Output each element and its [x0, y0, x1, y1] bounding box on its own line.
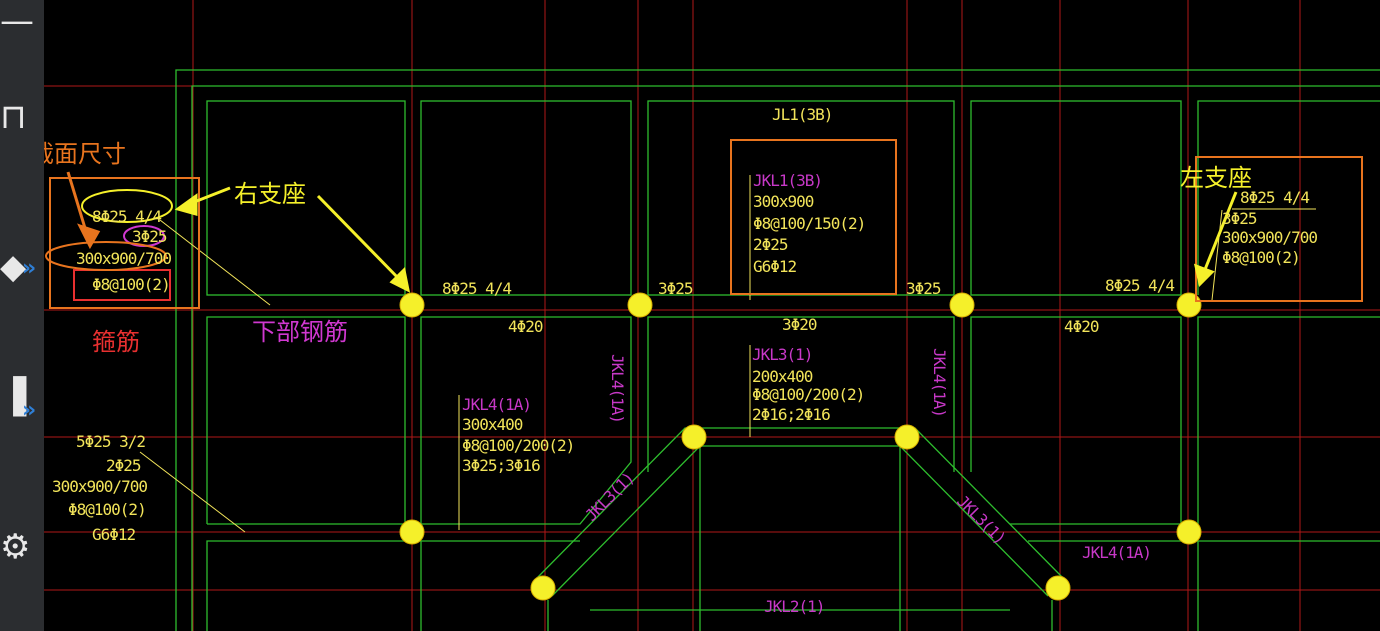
span1-bottom-rebar: 4Φ20	[508, 317, 543, 336]
expand-chevron-icon[interactable]: »	[22, 256, 37, 281]
span1-top-rebar: 8Φ25 4/4	[442, 279, 511, 298]
annotation-arrows	[66, 171, 1238, 293]
cad-drawing: JL1(3B) 8Φ25 4/4 3Φ25 300x900/700 Φ8@100…	[44, 0, 1380, 631]
jkl3-section: 200x400	[752, 367, 813, 386]
right-stirrup: Φ8@100(2)	[1222, 248, 1300, 267]
beam-label-jl1: JL1(3B)	[772, 105, 832, 124]
jkl4-section: 300x400	[462, 415, 523, 434]
span2-bottom-rebar: 3Φ20	[782, 315, 817, 334]
span2-top-rebar: 3Φ25	[658, 279, 693, 298]
layer-tool-icon[interactable]: ◆	[0, 247, 27, 287]
jkl4-stirrup: Φ8@100/200(2)	[462, 436, 574, 455]
annotations: 截面尺寸 右支座 左支座 下部钢筋 箍筋	[44, 140, 1252, 356]
drawing-canvas[interactable]: JL1(3B) 8Φ25 4/4 3Φ25 300x900/700 Φ8@100…	[44, 0, 1380, 631]
left-bottom-rebar: 3Φ25	[132, 227, 167, 246]
jkl1-section: 300x900	[753, 192, 814, 211]
beam-name-jkl1: JKL1(3B)	[753, 171, 822, 190]
leader-lines	[139, 175, 1316, 533]
line-tool-icon[interactable]: —	[0, 1, 34, 41]
text-tool-icon[interactable]: ▐	[0, 377, 27, 417]
rebar-labels: JL1(3B) 8Φ25 4/4 3Φ25 300x900/700 Φ8@100…	[52, 105, 1318, 544]
measure-tool-icon[interactable]: ⊓	[0, 97, 27, 137]
beam-name-jkl3-diagonal-left: JKL3(1)	[581, 469, 637, 525]
beam-outlines	[175, 69, 1380, 631]
toolbar-sidebar: — ⊓ ◆ » ▐ » ⚙	[0, 0, 44, 631]
jkl3-stirrup: Φ8@100/200(2)	[752, 385, 864, 404]
low-stirrup: Φ8@100(2)	[68, 500, 146, 519]
low-top-rebar: 5Φ25 3/2	[76, 432, 145, 451]
span4-bottom-rebar: 4Φ20	[1064, 317, 1099, 336]
low-bottom-rebar: 2Φ25	[106, 456, 141, 475]
beam-name-jkl4-right: JKL4(1A)	[1082, 543, 1151, 562]
jkl4-rebar: 3Φ25;3Φ16	[462, 456, 540, 475]
annotation-left-support: 左支座	[1180, 164, 1252, 192]
left-stirrup: Φ8@100(2)	[92, 275, 170, 294]
jkl1-side-rebar: G6Φ12	[753, 257, 797, 276]
jkl1-stirrup: Φ8@100/150(2)	[753, 214, 865, 233]
left-section-size: 300x900/700	[76, 249, 171, 268]
annotation-section-size: 截面尺寸	[44, 140, 126, 168]
jkl1-top-rebar: 2Φ25	[753, 235, 788, 254]
jkl3-rebar: 2Φ16;2Φ16	[752, 405, 830, 424]
expand-chevron-icon[interactable]: »	[22, 398, 37, 423]
right-bottom-rebar: 3Φ25	[1222, 209, 1257, 228]
left-top-rebar: 8Φ25 4/4	[92, 207, 161, 226]
right-section-size: 300x900/700	[1222, 228, 1317, 247]
annotation-stirrup: 箍筋	[92, 328, 140, 356]
gear-icon[interactable]: ⚙	[0, 527, 31, 567]
beam-name-jkl4-vertical-left: JKL4(1A)	[608, 354, 627, 423]
beam-name-jkl3: JKL3(1)	[752, 345, 812, 364]
beam-name-jkl4-vertical-right: JKL4(1A)	[930, 348, 949, 417]
low-side-rebar: G6Φ12	[92, 525, 136, 544]
annotation-right-support: 右支座	[234, 180, 306, 208]
span3-top-rebar: 3Φ25	[906, 279, 941, 298]
beam-name-jkl2: JKL2(1)	[764, 597, 824, 616]
annotation-bottom-rebar: 下部钢筋	[252, 318, 348, 346]
right-top-rebar: 8Φ25 4/4	[1240, 188, 1309, 207]
highlight-boxes	[45, 139, 1363, 309]
low-section-size: 300x900/700	[52, 477, 147, 496]
beam-name-jkl4: JKL4(1A)	[462, 395, 531, 414]
span4-top-rebar: 8Φ25 4/4	[1105, 276, 1174, 295]
